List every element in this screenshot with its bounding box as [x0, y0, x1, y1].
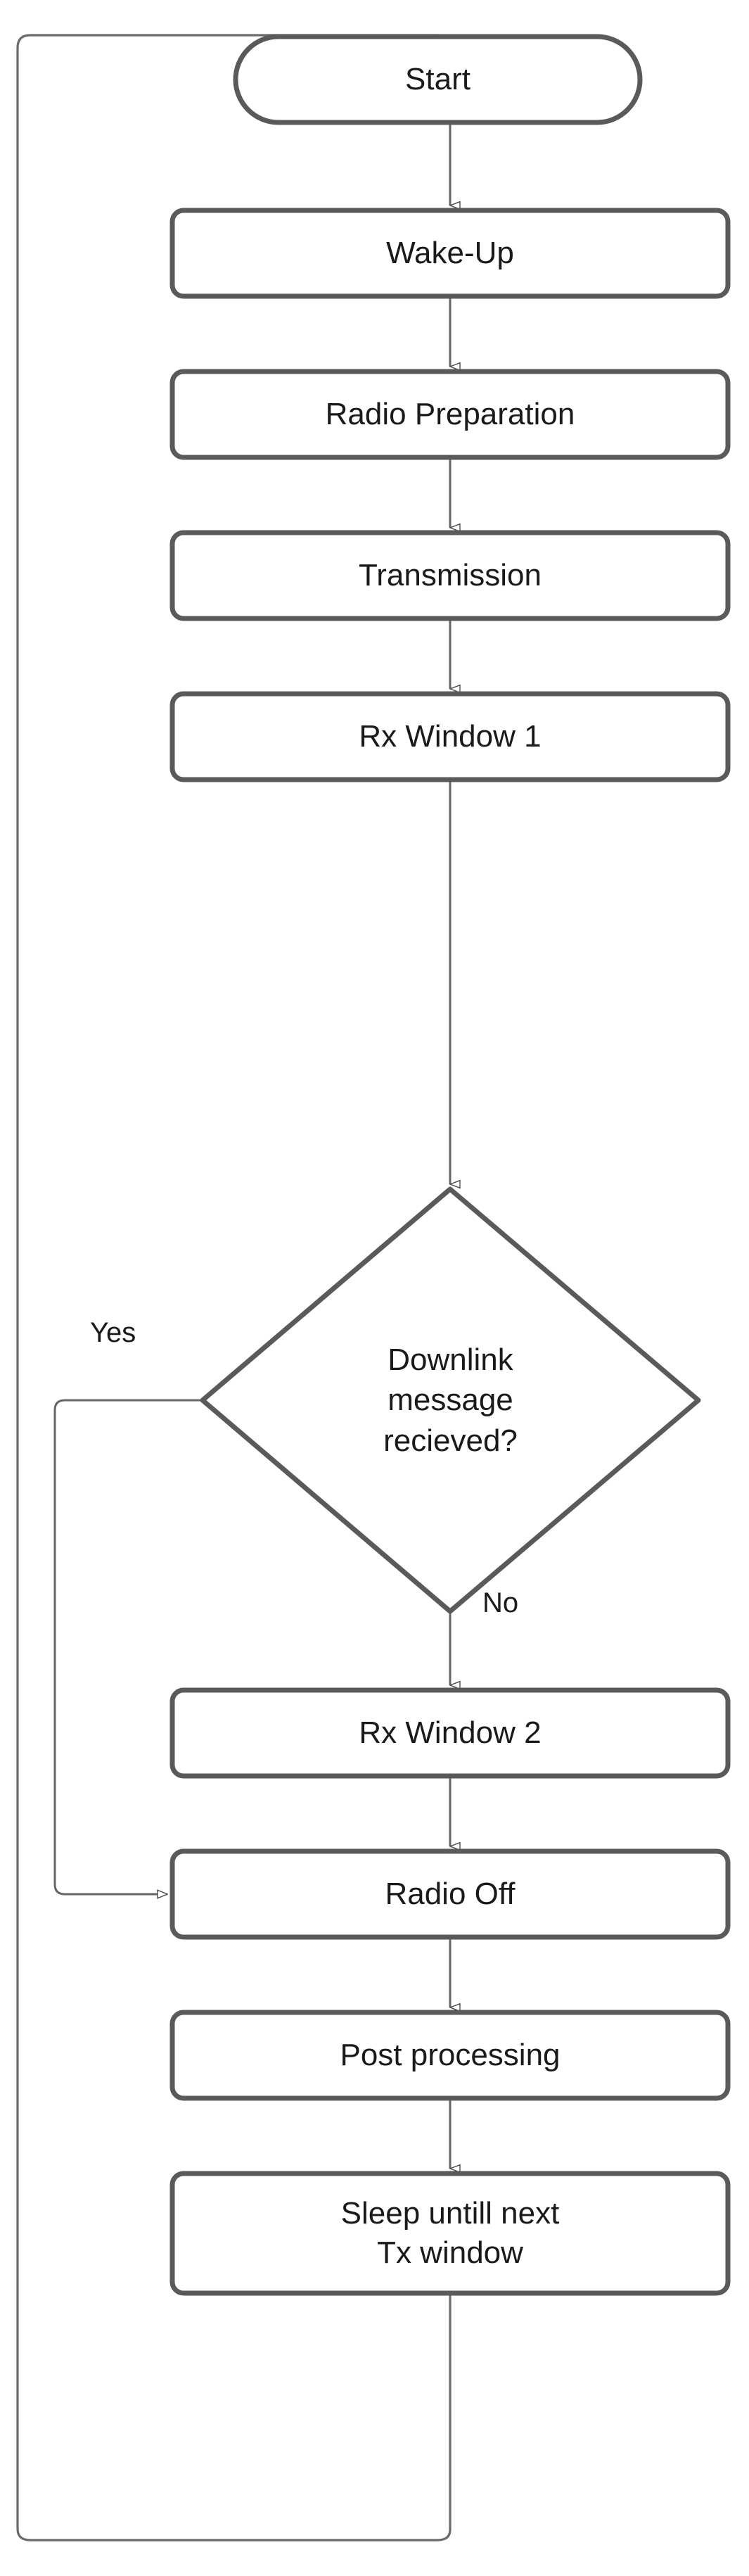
node-shape-rx-window-1[interactable]	[169, 691, 731, 782]
edge-label-yes: Yes	[90, 1317, 136, 1348]
node-shape-start[interactable]	[233, 34, 643, 125]
node-shape-downlink-decision[interactable]	[200, 1186, 701, 1614]
node-shape-wake-up[interactable]	[169, 208, 731, 299]
node-shape-transmission[interactable]	[169, 530, 731, 621]
node-shape-post-processing[interactable]	[169, 2010, 731, 2101]
node-shape-rx-window-2[interactable]	[169, 1687, 731, 1779]
edge-label-no: No	[482, 1587, 519, 1618]
edge-decision-yes-to-radio-off	[53, 1399, 203, 1894]
node-shape-sleep[interactable]	[169, 2171, 731, 2296]
node-shape-radio-preparation[interactable]	[169, 369, 731, 460]
node-shape-radio-off[interactable]	[169, 1848, 731, 1940]
